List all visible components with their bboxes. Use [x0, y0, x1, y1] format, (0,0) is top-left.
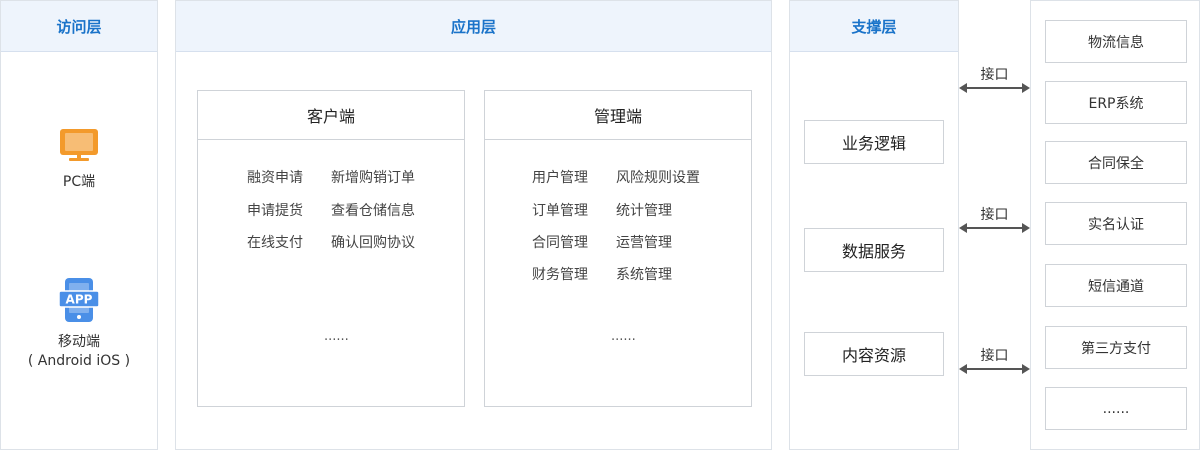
support-layer-title: 支撑层	[790, 1, 958, 52]
interface-connector: 接口	[959, 64, 1030, 104]
support-service-box: 内容资源	[804, 332, 944, 376]
interface-label: 接口	[980, 348, 1009, 364]
external-system-box: 短信通道	[1045, 264, 1187, 307]
access-layer-panel: 访问层 PC端 APP 移动端 ( Android iOS )	[0, 0, 158, 450]
external-system-box: ......	[1045, 387, 1187, 430]
double-arrow-icon	[959, 223, 1030, 233]
support-service-box: 业务逻辑	[804, 120, 944, 164]
client-feature: 新增购销订单	[331, 170, 415, 186]
admin-feature: 运营管理	[616, 235, 672, 251]
admin-feature: 系统管理	[616, 267, 672, 283]
support-layer-panel: 支撑层 业务逻辑 数据服务 内容资源	[789, 0, 959, 450]
support-service-box: 数据服务	[804, 228, 944, 272]
external-system-box: 合同保全	[1045, 141, 1187, 184]
interface-label: 接口	[980, 67, 1009, 83]
client-feature: 确认回购协议	[331, 235, 415, 251]
pc-icon	[1, 128, 157, 164]
admin-box: 管理端 用户管理 风险规则设置 订单管理 统计管理 合同管理 运营管理 财务管理…	[484, 90, 752, 407]
external-system-box: ERP系统	[1045, 81, 1187, 124]
admin-feature: 订单管理	[532, 203, 588, 219]
application-layer-panel: 应用层 客户端 融资申请 新增购销订单 申请提货 查看仓储信息 在线支付 确认回…	[175, 0, 772, 450]
client-box: 客户端 融资申请 新增购销订单 申请提货 查看仓储信息 在线支付 确认回购协议 …	[197, 90, 465, 407]
external-systems-panel: 物流信息 ERP系统 合同保全 实名认证 短信通道 第三方支付 ......	[1030, 0, 1200, 450]
interface-connector: 接口	[959, 345, 1030, 385]
double-arrow-icon	[959, 364, 1030, 374]
app-badge-text: APP	[66, 293, 93, 307]
client-feature: 融资申请	[247, 170, 303, 186]
application-layer-title: 应用层	[176, 1, 771, 52]
admin-title: 管理端	[485, 91, 751, 140]
mobile-label: 移动端	[58, 334, 100, 350]
admin-feature: 用户管理	[532, 170, 588, 186]
interface-connector: 接口	[959, 204, 1030, 244]
client-feature: 在线支付	[247, 235, 303, 251]
admin-feature: 合同管理	[532, 235, 588, 251]
pc-label: PC端	[62, 174, 96, 190]
double-arrow-icon	[959, 83, 1030, 93]
client-more: ......	[324, 329, 349, 344]
client-feature: 申请提货	[247, 203, 303, 219]
admin-feature: 财务管理	[532, 267, 588, 283]
external-system-box: 物流信息	[1045, 20, 1187, 63]
client-title: 客户端	[198, 91, 464, 140]
client-feature: 查看仓储信息	[331, 203, 415, 219]
mobile-platforms-label: ( Android iOS )	[27, 353, 131, 369]
interface-label: 接口	[980, 207, 1009, 223]
external-system-box: 实名认证	[1045, 202, 1187, 245]
admin-feature: 风险规则设置	[616, 170, 700, 186]
external-system-box: 第三方支付	[1045, 326, 1187, 369]
admin-more: ......	[611, 329, 636, 344]
admin-feature: 统计管理	[616, 203, 672, 219]
app-icon: APP	[1, 277, 157, 323]
access-layer-title: 访问层	[1, 1, 157, 52]
